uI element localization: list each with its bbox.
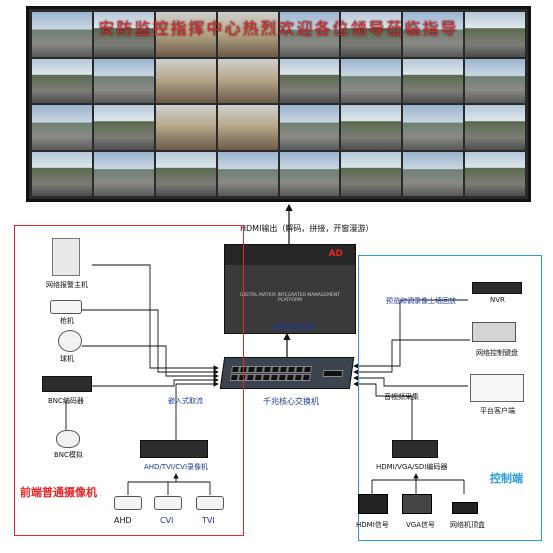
control-title: 控制端 [490, 472, 523, 485]
wall-screen [93, 12, 154, 57]
set-top-box-icon [452, 502, 478, 514]
wall-screen [341, 151, 402, 196]
device-label-dome-camera: 球机 [60, 355, 74, 363]
wall-banner: 安防监控指挥中心热烈欢迎各位领导莅临指导 [98, 19, 459, 38]
wall-screen [403, 105, 464, 150]
control-keyboard-icon [472, 322, 516, 342]
recorder-label: AHD/TVI/CVI录像机 [144, 463, 209, 471]
hdmi-pc-icon [358, 494, 388, 514]
wall-screen [217, 58, 278, 103]
cvi-camera-icon [154, 496, 182, 510]
wall-screen [155, 105, 216, 150]
ahd-camera-icon [114, 496, 142, 510]
bullet-camera-icon [50, 300, 82, 314]
wall-screen [32, 58, 92, 103]
wall-screen [403, 151, 464, 196]
wall-screen [279, 58, 340, 103]
hdmi-output-label: HDMI输出（解码，拼接，开窗漫游） [240, 224, 374, 233]
wall-screen [403, 58, 464, 103]
wall-screen [279, 105, 340, 150]
control-group [358, 255, 542, 541]
source-label-vga: VGA信号 [406, 521, 436, 529]
wall-screen [341, 105, 402, 150]
decoder-logo: AD [328, 249, 343, 259]
wall-screen [93, 105, 154, 150]
recorder-icon [140, 440, 208, 458]
decoder-top-panel [225, 245, 355, 265]
client-screen-icon [470, 374, 524, 402]
embedded-stream-label: 嵌入式取流 [168, 397, 203, 405]
wall-screen [155, 58, 216, 103]
decoder-label: AI解码服务器 [272, 323, 314, 331]
nvr-label: NVR [490, 296, 505, 304]
av-capture-label: 音视频采集 [384, 393, 419, 401]
wall-screen [155, 151, 216, 196]
vga-laptop-icon [402, 494, 432, 514]
wall-screen [341, 58, 402, 103]
wall-screen [279, 151, 340, 196]
switch-label: 千兆核心交换机 [263, 397, 319, 406]
wall-screen [403, 12, 464, 57]
dome-camera-icon [58, 330, 82, 352]
nvr-icon [472, 282, 522, 294]
device-label-bullet-camera: 枪机 [60, 317, 74, 325]
front-end-group [14, 225, 244, 536]
tvi-camera-icon [196, 496, 224, 510]
wall-screen [279, 12, 340, 57]
device-label-alarm-host: 网络报警主机 [46, 281, 88, 289]
decoder-platform-text: DIGITAL MATRIX INTEGRATED MANAGEMENT PLA… [240, 293, 340, 303]
wall-screen [32, 105, 92, 150]
camera-label-tvi: TVI [202, 516, 215, 525]
nvr-note-label: 预览和调录像上墙回放 [386, 297, 456, 305]
alarm-host-icon [52, 238, 80, 276]
wall-screen [465, 12, 525, 57]
wall-screen [93, 58, 154, 103]
camera-label-cvi: CVI [160, 516, 174, 525]
encoder-icon [392, 440, 438, 458]
front-end-title: 前端普通摄像机 [20, 486, 97, 499]
source-label-stb: 网络机顶盒 [450, 521, 485, 529]
client-label: 平台客户端 [480, 407, 515, 415]
wall-screen [217, 151, 278, 196]
wall-screen [465, 58, 525, 103]
keyboard-label: 网络控制键盘 [476, 349, 518, 357]
wall-screen [465, 105, 525, 150]
wall-screen [32, 151, 92, 196]
bnc-encoder-icon [42, 376, 92, 392]
decoder-server: AD DIGITAL MATRIX INTEGRATED MANAGEMENT … [224, 244, 356, 334]
wall-screen [32, 12, 92, 57]
wall-screen [93, 151, 154, 196]
wall-screen [217, 105, 278, 150]
video-wall: 安防监控指挥中心热烈欢迎各位领导莅临指导 [26, 6, 531, 202]
bnc-analog-camera-icon [56, 430, 80, 448]
wall-screen [465, 151, 525, 196]
video-wall-grid [32, 12, 525, 196]
source-label-hdmi: HDMI信号 [356, 521, 389, 529]
wall-screen [217, 12, 278, 57]
wall-screen [155, 12, 216, 57]
device-label-bnc-analog: BNC模拟 [54, 451, 83, 459]
device-label-bnc-encoder: BNC编码器 [48, 397, 84, 405]
encoder-label: HDMI/VGA/SDI编码器 [376, 463, 448, 471]
camera-label-ahd: AHD [114, 516, 132, 525]
wall-screen [341, 12, 402, 57]
